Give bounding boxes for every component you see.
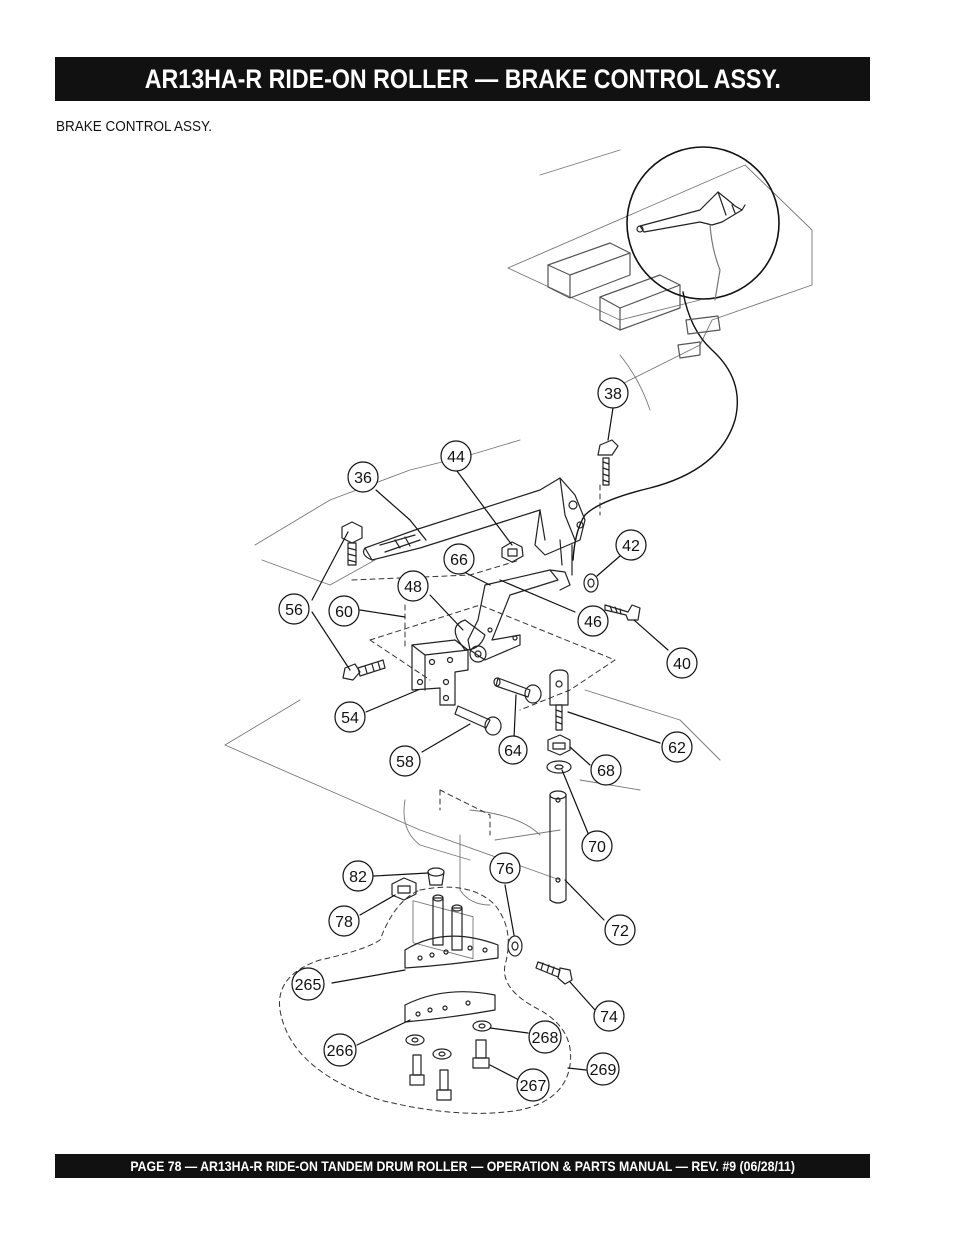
svg-text:40: 40 <box>673 656 691 673</box>
svg-text:66: 66 <box>450 552 468 569</box>
brake-lever-assembly <box>454 569 571 663</box>
page-title: AR13HA-R RIDE-ON ROLLER — BRAKE CONTROL … <box>144 63 781 94</box>
callout-44: 44 <box>440 440 472 472</box>
part-265-brake-shoe-upper <box>404 894 499 969</box>
brake-cable <box>572 291 738 561</box>
svg-text:36: 36 <box>354 470 372 487</box>
part-76-washer <box>507 935 523 957</box>
callout-58: 58 <box>389 745 421 777</box>
page-title-bar: AR13HA-R RIDE-ON ROLLER — BRAKE CONTROL … <box>55 57 870 101</box>
brake-handle-lever <box>362 477 586 576</box>
svg-text:82: 82 <box>349 869 367 886</box>
callout-266: 266 <box>323 1033 357 1067</box>
part-78-nut <box>391 877 417 901</box>
svg-text:46: 46 <box>584 614 602 631</box>
svg-text:70: 70 <box>588 839 606 856</box>
svg-text:76: 76 <box>496 861 514 878</box>
section-subtitle-text: BRAKE CONTROL ASSY. <box>56 118 213 135</box>
svg-text:72: 72 <box>611 923 629 940</box>
part-70-washer <box>546 760 572 774</box>
part-82-bushing <box>427 867 445 886</box>
svg-text:48: 48 <box>404 579 422 596</box>
callout-62: 62 <box>661 731 693 763</box>
callout-leader-lines <box>311 407 669 1081</box>
callout-48: 48 <box>397 570 429 602</box>
callout-56: 56 <box>278 593 310 625</box>
callout-268: 268 <box>528 1020 562 1054</box>
svg-text:267: 267 <box>520 1078 547 1095</box>
section-subtitle: BRAKE CONTROL ASSY. <box>56 118 229 135</box>
part-42-washer <box>583 573 599 593</box>
machine-frame-outline <box>224 149 813 960</box>
callout-68: 68 <box>590 754 622 786</box>
svg-text:62: 62 <box>668 740 686 757</box>
svg-text:269: 269 <box>590 1062 617 1079</box>
part-72-rod <box>549 790 567 904</box>
part-54-bracket <box>411 639 469 706</box>
callout-42: 42 <box>615 529 647 561</box>
page-footer: PAGE 78 — AR13HA-R RIDE-ON TANDEM DRUM R… <box>130 1158 795 1174</box>
callout-265: 265 <box>291 967 325 1001</box>
callout-38: 38 <box>597 377 629 409</box>
callout-267: 267 <box>516 1068 550 1102</box>
part-268-washers <box>405 1020 492 1060</box>
part-40-bolt <box>604 604 641 621</box>
callout-74: 74 <box>593 1000 625 1032</box>
callout-66: 66 <box>443 543 475 575</box>
svg-text:56: 56 <box>285 602 303 619</box>
inset-detail-circle <box>626 146 780 301</box>
part-74-bolt <box>535 961 573 985</box>
callout-72: 72 <box>604 914 636 946</box>
page-footer-bar: PAGE 78 — AR13HA-R RIDE-ON TANDEM DRUM R… <box>55 1154 870 1178</box>
callout-82: 82 <box>342 860 374 892</box>
svg-text:78: 78 <box>335 914 353 931</box>
svg-text:42: 42 <box>622 538 640 555</box>
callout-54: 54 <box>334 701 366 733</box>
part-62-clevis <box>549 669 569 731</box>
assembly-guide-lines <box>351 484 616 836</box>
callout-64: 64 <box>498 735 528 765</box>
svg-text:266: 266 <box>327 1043 354 1060</box>
svg-text:38: 38 <box>604 386 622 403</box>
part-58-pin <box>454 705 502 736</box>
svg-text:60: 60 <box>335 604 353 621</box>
part-56-bolt-lower <box>342 659 386 681</box>
callout-78: 78 <box>328 905 360 937</box>
part-266-brake-shoe-lower <box>404 991 496 1023</box>
part-64-pin <box>493 677 542 704</box>
svg-text:64: 64 <box>504 743 522 760</box>
part-68-nut <box>547 734 571 756</box>
svg-text:44: 44 <box>447 449 465 466</box>
callouts: 36 38 40 42 44 46 48 54 56 58 60 62 64 6… <box>278 377 698 1102</box>
battery-boxes <box>547 242 681 331</box>
part-269-enclosure <box>279 886 572 1114</box>
callout-36: 36 <box>347 461 379 493</box>
callout-60: 60 <box>328 595 360 627</box>
svg-text:74: 74 <box>600 1009 618 1026</box>
svg-text:58: 58 <box>396 754 414 771</box>
callout-70: 70 <box>581 830 613 862</box>
callout-40: 40 <box>666 647 698 679</box>
svg-text:68: 68 <box>597 763 615 780</box>
part-44-nut <box>501 541 524 563</box>
part-56-bolt-upper <box>341 521 363 566</box>
svg-text:268: 268 <box>532 1030 559 1047</box>
callout-76: 76 <box>489 852 521 884</box>
svg-text:265: 265 <box>295 977 322 994</box>
svg-text:54: 54 <box>341 710 359 727</box>
part-267-bolts <box>409 1039 490 1101</box>
callout-269: 269 <box>586 1052 620 1086</box>
callout-46: 46 <box>577 605 609 637</box>
part-38-cable-end <box>597 439 619 486</box>
